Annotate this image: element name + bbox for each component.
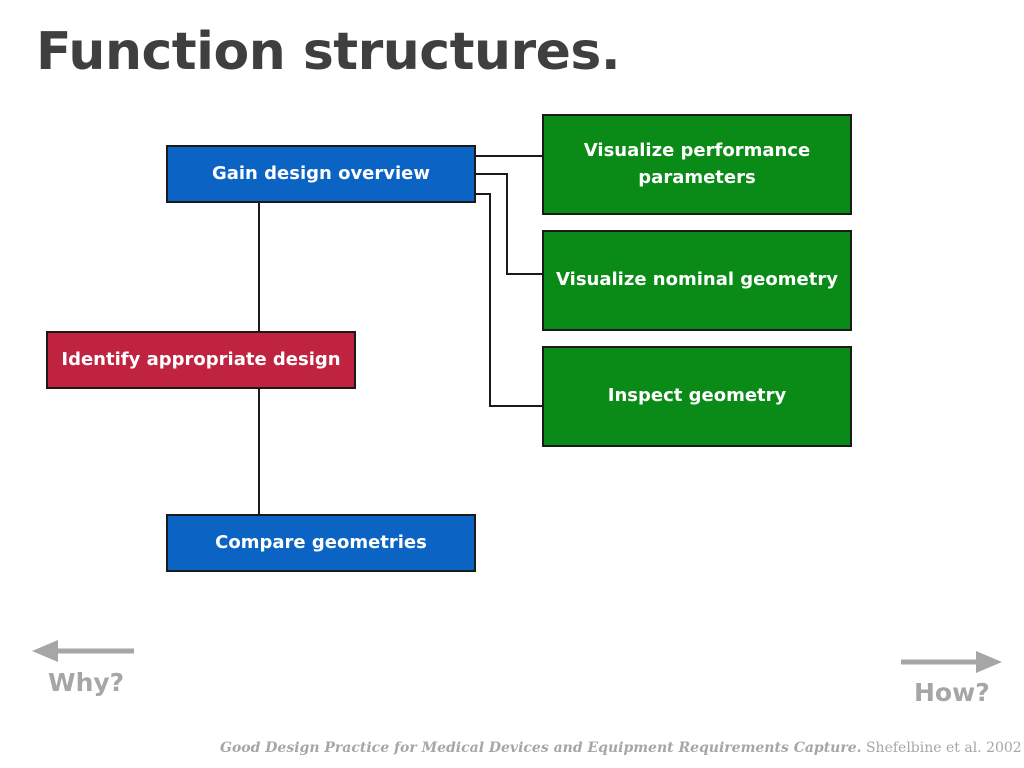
node-label: Visualize nominal geometry: [556, 269, 838, 291]
connector-overview-inspect: [475, 193, 543, 407]
citation-authors: Shefelbine et al. 2002: [861, 740, 1022, 756]
node-label: Inspect geometry: [607, 385, 787, 407]
page-title: Function structures.: [36, 22, 621, 82]
node-gain-design-overview: Gain design overview: [166, 145, 476, 203]
node-visualize-nominal-geometry: Visualize nominal geometry: [542, 230, 852, 331]
how-label: How?: [914, 678, 990, 707]
citation-title: Good Design Practice for Medical Devices…: [220, 740, 862, 756]
why-label: Why?: [48, 668, 125, 697]
why-arrow: [32, 640, 134, 662]
node-identify-appropriate-design: Identify appropriate design: [46, 331, 356, 389]
citation: Good Design Practice for Medical Devices…: [220, 740, 1022, 756]
node-label: Gain design overview: [211, 162, 431, 184]
node-visualize-performance-parameters: Visualize performance parameters: [542, 114, 852, 215]
connector-overview-nominal: [475, 173, 543, 275]
node-compare-geometries: Compare geometries: [166, 514, 476, 572]
node-label-line2: parameters: [638, 166, 756, 188]
how-arrow: [901, 651, 1002, 673]
node-inspect-geometry: Inspect geometry: [542, 346, 852, 447]
node-label-line1: Visualize performance: [583, 140, 811, 162]
node-label: Identify appropriate design: [61, 348, 341, 370]
node-label: Compare geometries: [215, 531, 427, 553]
